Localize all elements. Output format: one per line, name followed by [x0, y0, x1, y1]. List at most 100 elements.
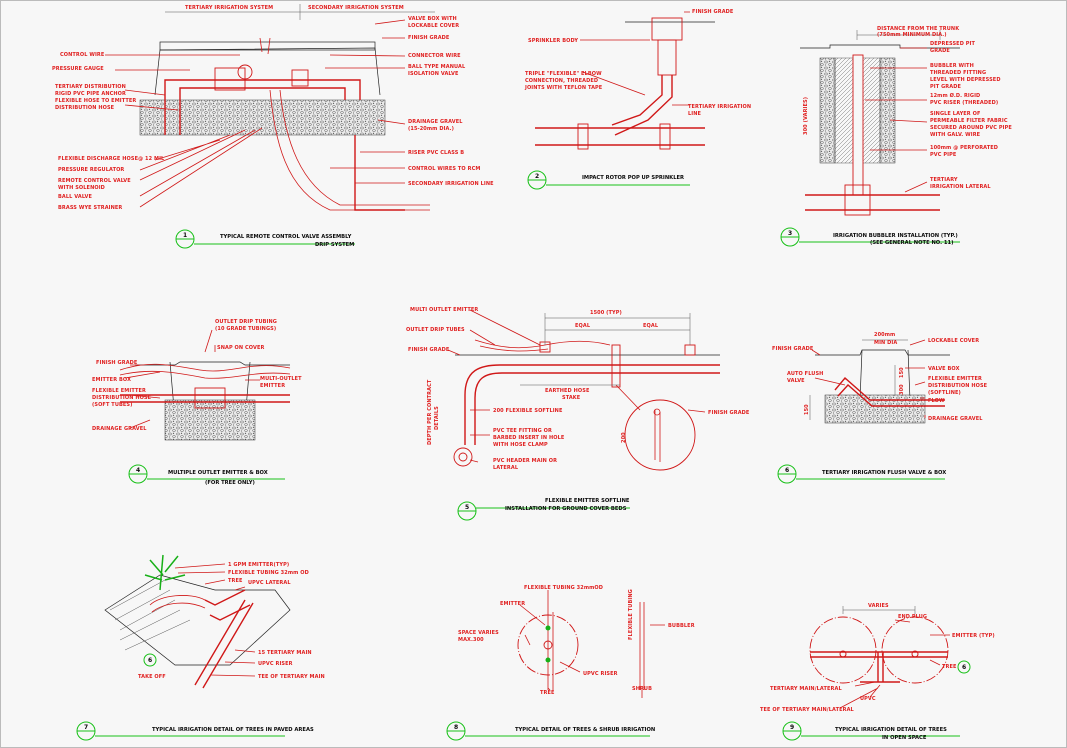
d1-title: TYPICAL REMOTE CONTROL VALVE ASSEMBLY: [220, 234, 352, 240]
d3-label: WITH GALV. WIRE: [930, 132, 981, 138]
d5-label: FINISH GRADE: [408, 347, 450, 353]
d2-number: 2: [535, 173, 539, 180]
d1-label-pressure-gauge: PRESSURE GAUGE: [52, 66, 104, 72]
d1-label: CONNECTOR WIRE: [408, 53, 461, 59]
d3-title: IRRIGATION BUBBLER INSTALLATION (TYP.): [833, 233, 958, 239]
detail-3-bubbler: DISTANCE FROM THE TRUNK (750mm MINIMUM D…: [780, 26, 1012, 247]
d3-label: GRADE: [930, 48, 950, 54]
d8-label: UPVC RISER: [583, 671, 618, 677]
d5-subtitle: INSTALLATION FOR GROUND COVER BEDS: [505, 506, 627, 512]
d6-number: 6: [785, 467, 789, 474]
d1-label: SECONDARY IRRIGATION LINE: [408, 181, 494, 187]
d1-label: ISOLATION VALVE: [408, 71, 459, 77]
d1-label: PRESSURE REGULATOR: [58, 167, 124, 173]
d1-label: RISER PVC CLASS B: [408, 150, 464, 156]
d1-label: FINISH GRADE: [408, 35, 450, 41]
d3-label: (750mm MINIMUM DIA.): [877, 32, 947, 38]
d3-label: PIT GRADE: [930, 84, 961, 90]
d8-label: FLEXIBLE TUBING 32mmOD: [524, 585, 603, 591]
d4-label: DRAINAGE GRAVEL: [92, 426, 147, 432]
d7-label: TEE OF TERTIARY MAIN: [258, 674, 325, 680]
d6-label: AUTO FLUSH: [787, 371, 823, 377]
d5-dim: EQAL: [643, 323, 659, 329]
d6-dim: MIN DIA: [874, 340, 897, 346]
d6-label: VALVE: [787, 378, 805, 384]
d5-label: DETAILS: [434, 406, 440, 430]
d9-callout: 6: [962, 664, 966, 671]
d1-label: TERTIARY DISTRIBUTION: [55, 84, 126, 90]
d7-label: UPVC RISER: [258, 661, 293, 667]
d8-title: TYPICAL DETAIL OF TREES & SHRUB IRRIGATI…: [515, 727, 655, 733]
d1-label: RIGID PVC PIPE ANCHOR: [55, 91, 126, 97]
d4-label: FINISH GRADE: [96, 360, 138, 366]
d5-label: LATERAL: [493, 465, 519, 471]
d2-title: IMPACT ROTOR POP UP SPRINKLER: [582, 175, 684, 181]
d6-title: TERTIARY IRRIGATION FLUSH VALVE & BOX: [822, 470, 946, 476]
d1-label: DISTRIBUTION HOSE: [55, 105, 115, 111]
d5-label: PVC HEADER MAIN OR: [493, 458, 557, 464]
d8-number: 8: [454, 724, 458, 731]
d1-label: FLEXIBLE DISCHARGE HOSE@ 12 MIL: [58, 156, 165, 162]
d6-dim: 200mm: [874, 332, 895, 338]
detail-6-flush-valve: 200mm MIN DIA 150 300 150 FINISH GRADE L…: [772, 332, 988, 484]
d9-label: VARIES: [868, 603, 889, 609]
d1-label: (15-20mm DIA.): [408, 126, 454, 132]
d8-label: BUBBLER: [668, 623, 695, 629]
d6-label: FLEXIBLE EMITTER: [928, 376, 982, 382]
d3-label: IRRIGATION LATERAL: [930, 184, 991, 190]
d1-header-left: TERTIARY IRRIGATION SYSTEM: [185, 5, 273, 11]
d4-label: EMITTER: [260, 383, 285, 389]
d8-label: SPACE VARIES: [458, 630, 499, 636]
d6-label: LOCKABLE COVER: [928, 338, 979, 344]
d3-label: PVC PIPE: [930, 152, 957, 158]
detail-8-trees-shrub: FLEXIBLE TUBING 32mmOD EMITTER SPACE VAR…: [446, 585, 695, 741]
d1-label: CONTROL WIRES TO RCM: [408, 166, 480, 172]
d5-dim: EQAL: [575, 323, 591, 329]
d1-label: BRASS WYE STRAINER: [58, 205, 122, 211]
d1-label: REMOTE CONTROL VALVE: [58, 178, 131, 184]
d9-label: TERTIARY MAIN/LATERAL: [770, 686, 842, 692]
d6-dim: 150: [804, 404, 810, 415]
d3-label: PERMEABLE FILTER FABRIC: [930, 118, 1008, 124]
d3-label: SECURED AROUND PVC PIPE: [930, 125, 1012, 131]
d1-label: VALVE BOX WITH: [408, 16, 457, 22]
d6-label: DRAINAGE GRAVEL: [928, 416, 983, 422]
d9-label: END PLUG: [898, 614, 927, 620]
detail-4-multiple-outlet-emitter: OUTLET DRIP TUBING (10 GRADE TUBINGS) SN…: [92, 319, 302, 486]
d7-label: FLEXIBLE TUBING 32mm OD: [228, 570, 309, 576]
d2-label: FINISH GRADE: [692, 9, 734, 15]
d1-label-control-wire: CONTROL WIRE: [60, 52, 105, 58]
d5-label: FINISH GRADE: [708, 410, 750, 416]
d5-label: MULTI OUTLET EMITTER: [410, 307, 478, 313]
d1-label: LOCKABLE COVER: [408, 23, 459, 29]
d1-label: DRAINAGE GRAVEL: [408, 119, 463, 125]
d8-label: MAX.300: [458, 637, 484, 643]
d1-header-right: SECONDARY IRRIGATION SYSTEM: [308, 5, 404, 11]
d7-label: 1 GPM EMITTER(TYP): [228, 562, 289, 568]
d2-label: TRIPLE "FLEXIBLE" ELBOW: [525, 71, 602, 77]
d5-title: FLEXIBLE EMITTER SOFTLINE: [545, 498, 630, 504]
d7-title: TYPICAL IRRIGATION DETAIL OF TREES IN PA…: [152, 727, 314, 733]
d4-number: 4: [136, 467, 140, 474]
d4-label: OUTLET DRIP TUBING: [215, 319, 277, 325]
d9-label: UPVC: [860, 696, 876, 702]
d5-number: 5: [465, 504, 469, 511]
d2-label: LINE: [688, 111, 702, 117]
d2-label: SPRINKLER BODY: [528, 38, 578, 44]
d8-label: TREE: [540, 690, 555, 696]
d6-label: FINISH GRADE: [772, 346, 814, 352]
d4-label: FLEXIBLE EMITTER: [92, 388, 146, 394]
d7-number: 7: [84, 724, 88, 731]
d6-dim: 150: [899, 367, 905, 378]
d5-label: WITH HOSE CLAMP: [493, 442, 548, 448]
d1-number: 1: [183, 232, 187, 239]
d5-label: STAKE: [562, 395, 581, 401]
d9-label: TREE: [942, 664, 957, 670]
d5-label: BARBED INSERT IN HOLE: [493, 435, 565, 441]
d3-label: TERTIARY: [930, 177, 958, 183]
d8-label: SHRUB: [632, 686, 652, 692]
d3-subtitle: (SEE GENERAL NOTE NO. 11): [870, 240, 953, 246]
d9-number: 9: [790, 724, 794, 731]
d4-label: (10 GRADE TUBINGS): [215, 326, 276, 332]
d4-subtitle: (FOR TREE ONLY): [205, 480, 255, 486]
